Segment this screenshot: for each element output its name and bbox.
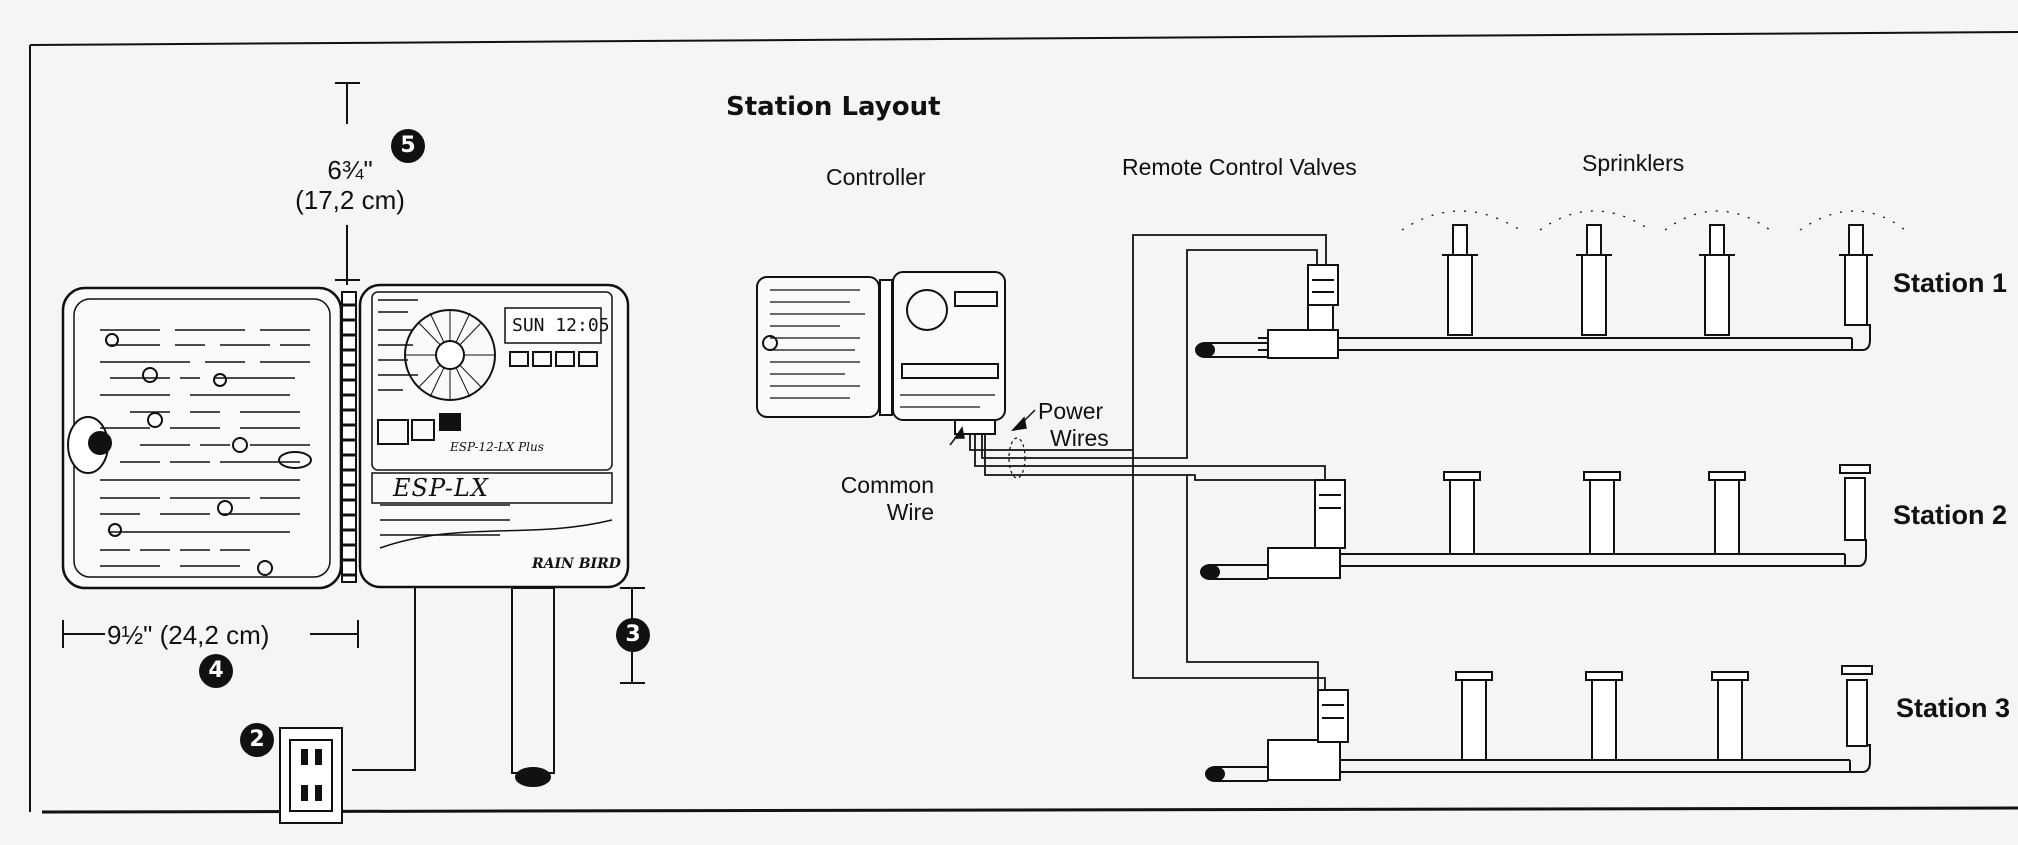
station-3-sprinklers (1455, 665, 1873, 761)
page-frame (29, 31, 2018, 814)
callout-3: 3 (616, 618, 650, 652)
station-2-sprinklers (1443, 464, 1871, 555)
power-wires-label: Power Wires (1038, 398, 1109, 452)
station-3-pipe (1205, 739, 1871, 782)
controller-front-door (61, 286, 343, 590)
depth-dimension (620, 587, 645, 684)
sprinklers-header: Sprinklers (1582, 150, 1685, 176)
station-2-valve (1314, 479, 1346, 549)
power-wires-line2: Wires (1050, 425, 1109, 451)
controller-body (358, 283, 630, 589)
callout-2: 2 (240, 723, 274, 757)
height-dimension (335, 82, 360, 285)
controller-model-sub: ESP-12-LX Plus (450, 440, 544, 454)
controller-conduit (352, 587, 555, 787)
hinge (341, 291, 357, 583)
station-2-label: Station 2 (1893, 500, 2008, 530)
controller-display: SUN 12:05 (512, 315, 610, 336)
small-controller (756, 271, 1006, 435)
callout-5: 5 (391, 129, 425, 163)
label-arrows (949, 409, 1036, 446)
common-wire-line2: Wire (886, 499, 934, 525)
controller-model-label: ESP-LX (393, 474, 489, 502)
wiring (969, 234, 1327, 690)
station-1-sprinklers (1442, 224, 1873, 336)
height-inches: 6¾" (327, 155, 373, 185)
valves-header: Remote Control Valves (1122, 154, 1357, 180)
station-1-valve (1307, 264, 1339, 306)
power-wires-line1: Power (1038, 398, 1104, 424)
height-dimension-label: 6¾" (17,2 cm) (280, 155, 420, 215)
common-wire-line1: Common (840, 472, 934, 498)
controller-header: Controller (826, 164, 926, 190)
station-1-label: Station 1 (1893, 268, 2008, 298)
common-wire-label: Common Wire (826, 472, 934, 526)
water-spray (1401, 210, 1906, 231)
diagram-title: Station Layout (726, 92, 941, 122)
controller-brand: RAIN BIRD (532, 556, 621, 572)
station-3-label: Station 3 (1896, 693, 2011, 723)
station-2-pipe (1200, 539, 1867, 580)
station-3-valve (1317, 689, 1349, 743)
callout-4: 4 (199, 654, 233, 688)
station-1-pipe (1195, 264, 1871, 359)
power-outlet (279, 727, 343, 824)
width-dimension-label: 9½" (24,2 cm) (107, 620, 270, 650)
width-dimension (62, 620, 359, 648)
height-cm: (17,2 cm) (295, 185, 405, 215)
